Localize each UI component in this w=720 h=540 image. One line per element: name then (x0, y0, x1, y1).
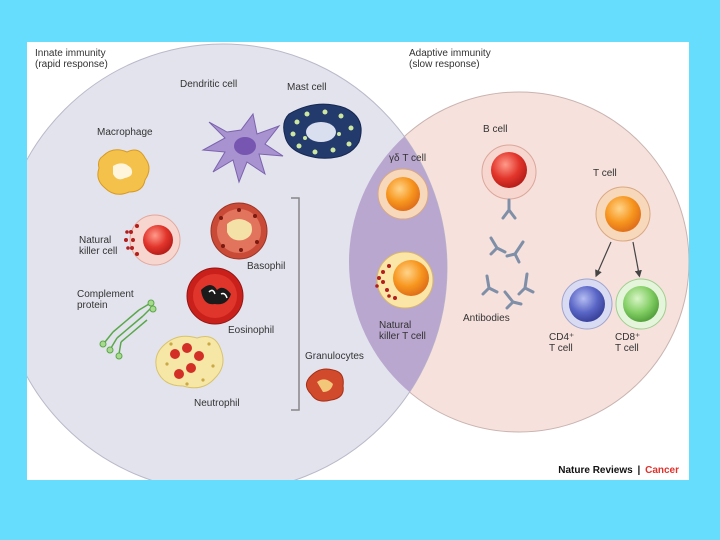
natural-killer-t-cell-label: Natural killer T cell (379, 320, 426, 342)
journal-name: Nature Reviews (558, 465, 633, 476)
granulocytes-label: Granulocytes (305, 351, 364, 362)
antibodies-label: Antibodies (463, 313, 510, 324)
dendritic-cell (201, 112, 284, 184)
granulocyte-cell (305, 368, 344, 402)
adaptive-immunity-title: Adaptive immunity (slow response) (409, 48, 491, 70)
cd4-t-cell (561, 278, 613, 330)
mast-cell (283, 103, 362, 159)
immunity-figure: Innate immunity (rapid response) Adaptiv… (27, 42, 689, 480)
credit-separator: | (637, 465, 641, 476)
cd4-t-cell-label: CD4⁺ T cell (549, 332, 575, 354)
t-cell-label: T cell (593, 168, 617, 179)
basophil (210, 202, 268, 260)
b-cell (481, 144, 537, 200)
natural-killer-t-cell (375, 251, 434, 309)
granulocytes-bracket (291, 197, 300, 411)
complement-protein-label: Complement protein (77, 289, 134, 311)
gamma-delta-t-cell-label: γδ T cell (389, 153, 427, 164)
t-cell (595, 186, 651, 242)
macrophage-label: Macrophage (97, 127, 153, 138)
journal-section: Cancer (645, 465, 679, 476)
natural-killer-cell-label: Natural killer cell (79, 235, 118, 257)
macrophage (97, 149, 150, 195)
gamma-delta-t-cell (377, 168, 429, 220)
natural-killer-cell (124, 214, 181, 266)
antibodies (481, 198, 535, 310)
innate-immunity-title: Innate immunity (rapid response) (35, 48, 108, 70)
neutrophil-label: Neutrophil (194, 398, 240, 409)
venn-diagram (27, 43, 689, 480)
b-cell-label: B cell (483, 124, 508, 135)
arrow-to-cd4 (595, 241, 612, 278)
neutrophil (155, 335, 224, 389)
eosinophil (186, 267, 244, 325)
mast-cell-label: Mast cell (287, 82, 327, 93)
basophil-label: Basophil (247, 261, 286, 272)
eosinophil-label: Eosinophil (228, 325, 275, 336)
journal-credit: Nature Reviews | Cancer (558, 465, 679, 476)
cd8-t-cell-label: CD8⁺ T cell (615, 332, 641, 354)
arrow-to-cd8 (632, 241, 642, 278)
cd8-t-cell (615, 278, 667, 330)
complement-protein (99, 299, 157, 360)
dendritic-cell-label: Dendritic cell (180, 79, 238, 90)
